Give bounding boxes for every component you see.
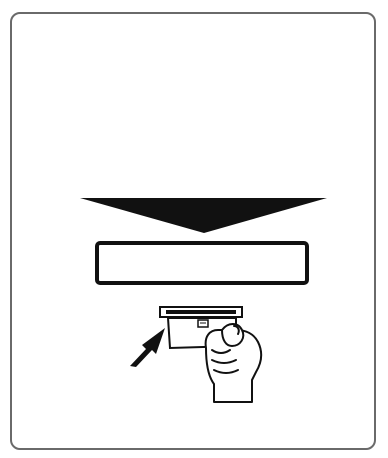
- card-slot-display: [97, 243, 307, 283]
- card-reader-slot: [160, 307, 242, 317]
- push-arrow-icon: [130, 328, 165, 367]
- down-arrow-icon: [80, 198, 327, 233]
- hand-with-card-icon: [206, 324, 262, 402]
